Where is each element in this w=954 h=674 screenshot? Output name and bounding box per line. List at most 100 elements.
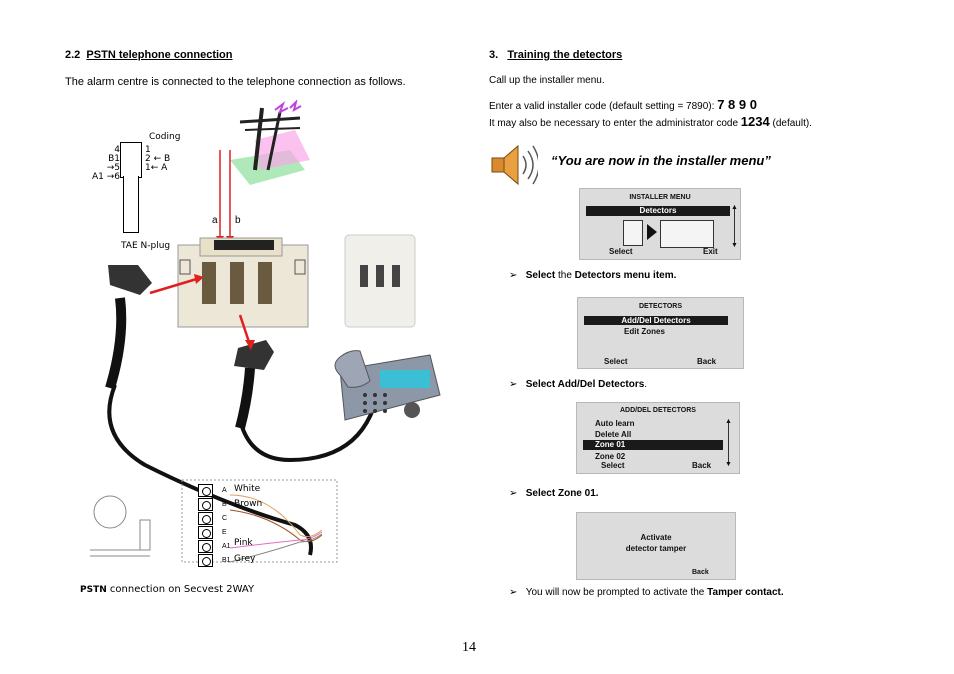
terminal-screw-icon: [198, 484, 213, 497]
lcd-menu-item: Delete All: [595, 430, 632, 439]
terminal-screw-icon: [198, 554, 213, 567]
terminal-letter: B: [222, 501, 227, 508]
right-heading-number: 3.: [489, 49, 499, 61]
pin-4: 4: [114, 145, 120, 155]
wall-socket: [344, 234, 416, 328]
caption-rest: connection on Secvest 2WAY: [106, 584, 255, 595]
lcd-menu-item: Zone 02: [595, 452, 626, 461]
installer-code-text: Enter a valid installer code (default se…: [489, 101, 718, 112]
connection-illustration: [90, 100, 441, 563]
bullet-arrow-icon: ➢: [509, 270, 518, 281]
lcd-softkey-right: Exit: [703, 247, 718, 256]
pin-1b: 1← A: [145, 163, 168, 173]
step-bold: Detectors: [574, 270, 621, 281]
step-bold: Select Add/Del Detectors: [525, 379, 645, 390]
pin-2: 2 ← B: [145, 154, 171, 164]
lcd-title: DETECTORS: [638, 303, 683, 310]
pin-1: 1: [145, 145, 151, 155]
admin-code-text: It may also be necessary to enter the ad…: [489, 118, 741, 129]
speaker-icon: [491, 144, 538, 186]
lcd-softkey-right: Back: [697, 357, 717, 366]
wire-color-white: White: [234, 484, 261, 494]
lcd-add-del-detectors: ADD/DEL DETECTORS Auto learn Delete All …: [576, 402, 740, 474]
plug-coding-label: Coding: [149, 132, 181, 142]
lcd-selected-item: Add/Del Detectors: [584, 316, 728, 325]
pin-6: A1 →6: [92, 172, 121, 182]
caption-bold: PSTN: [80, 585, 107, 595]
scroll-up-icon: ▲: [725, 418, 732, 425]
wire-a-label: a: [212, 215, 218, 226]
lcd-installer-menu: INSTALLER MENU Detectors Select Exit ▲ ▼: [579, 188, 741, 260]
step-bold: menu item.: [620, 270, 677, 281]
lcd-softkey-left: Select: [601, 461, 625, 470]
bullet-arrow-icon: ➢: [509, 379, 518, 390]
lcd-softkey-left: Select: [609, 247, 633, 256]
lcd-selected-item: Detectors: [586, 206, 730, 216]
wire-color-brown: Brown: [234, 499, 263, 509]
step-select-detectors: ➢ Select the Detectors menu item.: [509, 270, 676, 281]
plug-label: TAE N-plug: [121, 241, 171, 251]
lcd-menu-item: Auto learn: [595, 419, 635, 428]
arrow-plug-to-socket: [149, 276, 201, 295]
lcd-title: ADD/DEL DETECTORS: [620, 407, 696, 414]
wire-b-label: b: [235, 215, 241, 226]
terminal-letter: A: [222, 487, 227, 494]
scrollbar: [734, 207, 735, 245]
telephone-icon: [334, 350, 441, 421]
lcd-softkey-right: Back: [692, 569, 709, 576]
figure-caption: PSTN connection on Secvest 2WAY: [80, 584, 254, 595]
step-bold: Select: [525, 270, 556, 281]
wire-color-pink: Pink: [234, 538, 253, 548]
terminal-letter: A1: [222, 543, 231, 550]
terminal-screw-icon: [198, 512, 213, 525]
tae-socket-box: [177, 237, 309, 328]
installer-code: 7 8 9 0: [717, 97, 757, 112]
scroll-down-icon: ▼: [731, 242, 738, 249]
plug-pins-left: 4 B1 →5 A1 →6: [92, 146, 120, 182]
speech-announcement: “You are now in the installer menu”: [551, 153, 771, 168]
detector-icon: [623, 220, 643, 246]
terminal-screw-icon: [198, 526, 213, 539]
terminal-letter: B1: [222, 557, 231, 564]
arrow-right-icon: [647, 224, 657, 240]
step-select-zone: ➢ Select Zone 01.: [509, 488, 599, 499]
lcd-detectors: DETECTORS Add/Del Detectors Edit Zones S…: [577, 297, 744, 369]
wire-color-grey: Grey: [234, 554, 256, 564]
control-panel-icon: [660, 220, 714, 248]
page-number: 14: [462, 640, 476, 655]
lcd-message-line2: detector tamper: [625, 544, 687, 553]
lcd-title: INSTALLER MENU: [629, 194, 691, 201]
step-text: the: [555, 270, 575, 281]
plug-cable: [123, 176, 139, 233]
pin-5: B1 →5: [106, 154, 120, 173]
left-heading: 2.2 PSTN telephone connection: [65, 49, 233, 61]
admin-code-suffix: (default).: [769, 118, 812, 129]
terminal-letters: A B C E A1 B1: [222, 484, 231, 568]
left-intro: The alarm centre is connected to the tel…: [65, 76, 406, 88]
step-bold: Tamper contact.: [707, 587, 784, 598]
step-installer-menu: Call up the installer menu.: [489, 75, 605, 86]
alarm-panel-sketch: [90, 495, 151, 557]
right-heading-text: Training the detectors: [507, 49, 623, 61]
scroll-down-icon: ▼: [725, 461, 732, 468]
installer-code-line: Enter a valid installer code (default se…: [489, 97, 757, 112]
left-heading-text: PSTN telephone connection: [86, 49, 233, 61]
lcd-activate-tamper: Activate detector tamper Back: [576, 512, 736, 580]
scroll-up-icon: ▲: [731, 204, 738, 211]
right-heading: 3. Training the detectors: [489, 49, 622, 61]
lcd-message-line1: Activate: [640, 533, 672, 542]
step-bold: Select Zone 01.: [525, 488, 599, 499]
terminal-screw-icon: [198, 540, 213, 553]
telegraph-pole-icon: [230, 100, 310, 185]
lcd-softkey-left: Select: [604, 357, 628, 366]
terminal-letter: C: [222, 515, 228, 522]
lcd-selected-item: Zone 01: [583, 440, 723, 450]
step-text: You will now be prompted to activate the: [525, 587, 708, 598]
step-text: .: [644, 379, 648, 390]
plug-pins-right: 1 2 ← B 1← A: [145, 146, 170, 173]
step-select-add-del: ➢ Select Add/Del Detectors.: [509, 379, 647, 390]
step-activate-tamper: ➢ You will now be prompted to activate t…: [509, 587, 784, 598]
admin-code: 1234: [740, 114, 770, 129]
lcd-menu-item: Edit Zones: [624, 327, 665, 336]
scrollbar: [728, 423, 729, 465]
